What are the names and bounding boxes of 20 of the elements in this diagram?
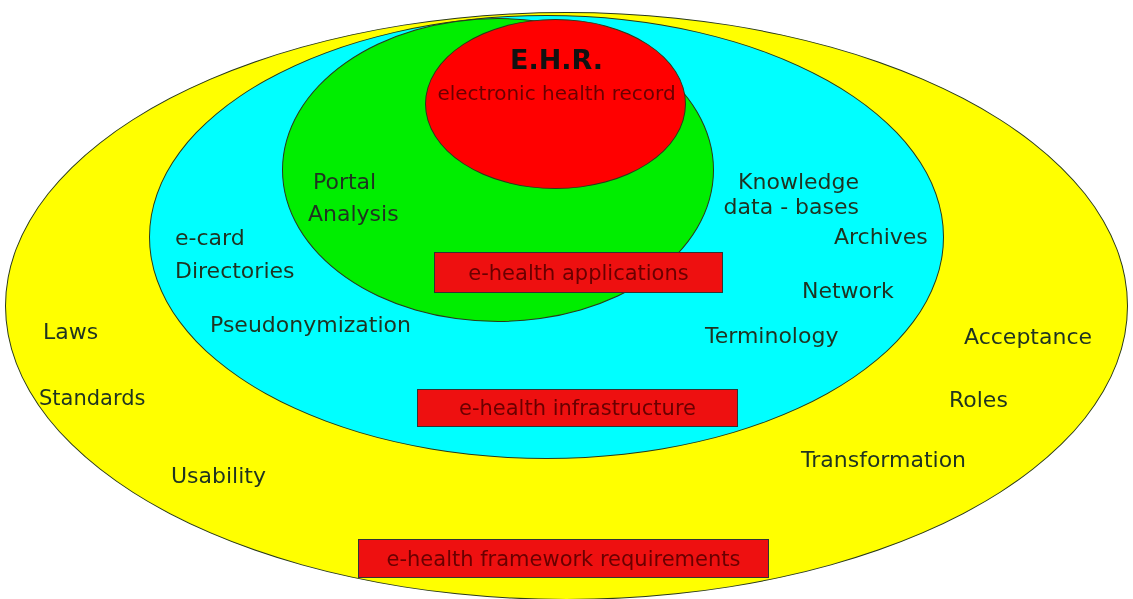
term-label: Transformation xyxy=(801,447,967,473)
subtitle-text: electronic health record xyxy=(436,82,677,105)
category-box: e-health applications xyxy=(434,252,723,293)
category-box: e-health infrastructure xyxy=(417,389,738,427)
term-label: Terminology xyxy=(705,323,839,349)
term-label: Directories xyxy=(175,258,295,284)
term-label: Acceptance xyxy=(964,324,1093,350)
term-label: e-card xyxy=(175,225,245,251)
term-label: Archives xyxy=(834,224,928,250)
category-box: e-health framework requirements xyxy=(358,539,769,578)
term-label: Analysis xyxy=(308,201,399,227)
term-label: Portal xyxy=(313,169,377,195)
term-label: Laws xyxy=(43,319,99,345)
term-label: Network xyxy=(802,278,894,304)
term-label: Usability xyxy=(171,463,266,489)
heading-text: E.H.R. xyxy=(508,44,605,76)
term-label: Pseudonymization xyxy=(210,312,411,338)
term-label: Roles xyxy=(949,387,1008,413)
term-label: Standards xyxy=(39,386,146,411)
term-label: Knowledge data - bases xyxy=(722,169,859,220)
